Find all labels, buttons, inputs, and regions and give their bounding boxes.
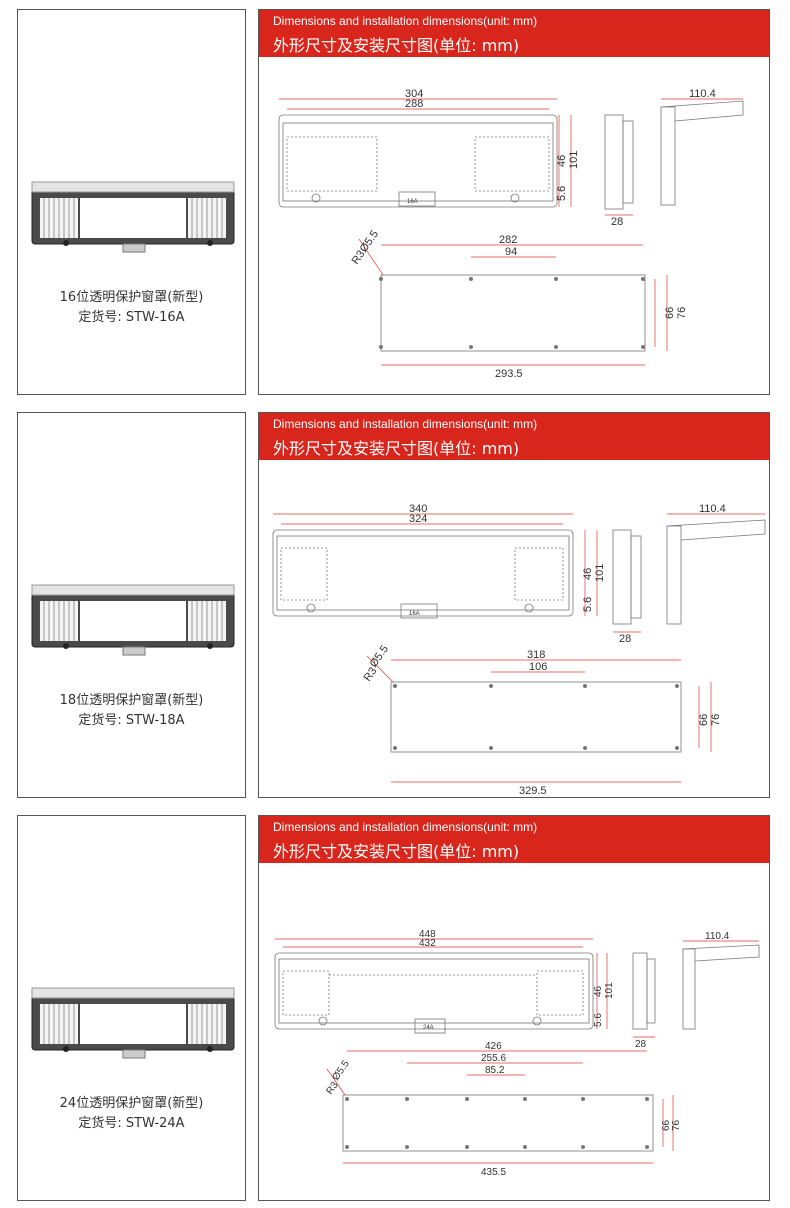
height-inner: 46 [582, 568, 594, 580]
dimension-header: Dimensions and installation dimensions(u… [259, 10, 769, 57]
side-width: 110.4 [699, 503, 726, 515]
rating-label: 24A [423, 1025, 434, 1031]
inst-width: 282 [499, 234, 517, 246]
height-inner: 46 [593, 985, 604, 997]
product-photo [31, 987, 235, 1059]
header-en: Dimensions and installation dimensions(u… [273, 14, 538, 28]
header-cn: 外形尺寸及安装尺寸图(单位: mm) [273, 842, 520, 861]
inst-height-outer: 76 [671, 1119, 682, 1131]
offset-small: 5.6 [556, 186, 568, 201]
height-main: 101 [594, 564, 606, 582]
front-inner: 324 [409, 513, 427, 525]
hole-diameter: Ø5.5 [330, 1058, 352, 1082]
inst-pitch: 106 [529, 661, 547, 673]
hole-diameter: Ø5.5 [368, 643, 392, 669]
offset-small: 5.6 [582, 597, 594, 612]
product-card: 16位透明保护窗罩(新型) 定货号: STW-16A [17, 9, 246, 395]
height-main: 101 [604, 982, 615, 999]
side-depth: 28 [619, 633, 631, 645]
front-inner: 288 [405, 98, 423, 110]
product-photo [31, 584, 235, 656]
order-number: 定货号: STW-16A [78, 310, 185, 325]
product-card: 18位透明保护窗罩(新型) 定货号: STW-18A [17, 412, 246, 798]
inst-width: 426 [485, 1041, 502, 1052]
dimension-card: Dimensions and installation dimensions(u… [258, 815, 770, 1201]
dimension-drawing: 340 324 46 101 5.6 28 110.4 318 106 66 7… [272, 503, 766, 797]
product-name: 24位透明保护窗罩(新型) [59, 1096, 204, 1111]
inst-width: 318 [527, 649, 545, 661]
front-inner: 432 [419, 938, 436, 949]
inst-overall: 329.5 [519, 785, 547, 797]
inst-height-inner: 66 [664, 307, 676, 319]
height-main: 101 [568, 151, 580, 169]
dimension-drawing: 448 432 46 101 5.6 28 110.4 426 255.6 85… [274, 929, 760, 1178]
inst-height-outer: 76 [676, 307, 688, 319]
product-section-16a: 16位透明保护窗罩(新型) 定货号: STW-16A Dimensions an… [0, 0, 790, 395]
product-photo [31, 181, 235, 253]
inst-overall: 293.5 [495, 368, 523, 380]
inst-height-inner: 66 [661, 1119, 672, 1131]
dimension-drawing: 304 288 46 101 5.6 28 110.4 282 94 66 76… [278, 88, 744, 380]
header-en: Dimensions and installation dimensions(u… [273, 820, 538, 834]
header-cn: 外形尺寸及安装尺寸图(单位: mm) [273, 36, 520, 55]
inst-pitch: 94 [505, 246, 517, 258]
header-cn: 外形尺寸及安装尺寸图(单位: mm) [273, 439, 520, 458]
product-section-24a: 24位透明保护窗罩(新型) 定货号: STW-24A Dimensions an… [0, 806, 790, 1201]
rating-label: 16A [409, 611, 420, 617]
front-overall: 304 [405, 88, 423, 100]
side-width: 110.4 [689, 88, 716, 100]
dimension-card: Dimensions and installation dimensions(u… [258, 9, 770, 395]
header-en: Dimensions and installation dimensions(u… [273, 417, 538, 431]
side-depth: 28 [635, 1039, 647, 1050]
dimension-card: Dimensions and installation dimensions(u… [258, 412, 770, 798]
dimension-header: Dimensions and installation dimensions(u… [259, 413, 769, 460]
product-section-18a: 18位透明保护窗罩(新型) 定货号: STW-18A Dimensions an… [0, 403, 790, 798]
inst-height-outer: 76 [710, 714, 722, 726]
side-width: 110.4 [705, 931, 730, 942]
inst-overall: 435.5 [481, 1167, 506, 1178]
dimension-header: Dimensions and installation dimensions(u… [259, 816, 769, 863]
order-number: 定货号: STW-18A [78, 713, 185, 728]
front-overall: 448 [419, 929, 436, 940]
height-inner: 46 [556, 155, 568, 167]
side-depth: 28 [611, 216, 623, 228]
inst-pitch: 255.6 [481, 1053, 506, 1064]
product-name: 16位透明保护窗罩(新型) [59, 290, 204, 305]
order-number: 定货号: STW-24A [78, 1116, 185, 1131]
inst-pitch2: 85.2 [485, 1065, 505, 1076]
rating-label: 16A [407, 199, 418, 205]
offset-small: 5.6 [593, 1013, 604, 1027]
inst-height-inner: 66 [698, 714, 710, 726]
front-overall: 340 [409, 503, 427, 515]
product-card: 24位透明保护窗罩(新型) 定货号: STW-24A [17, 815, 246, 1201]
product-name: 18位透明保护窗罩(新型) [59, 693, 204, 708]
